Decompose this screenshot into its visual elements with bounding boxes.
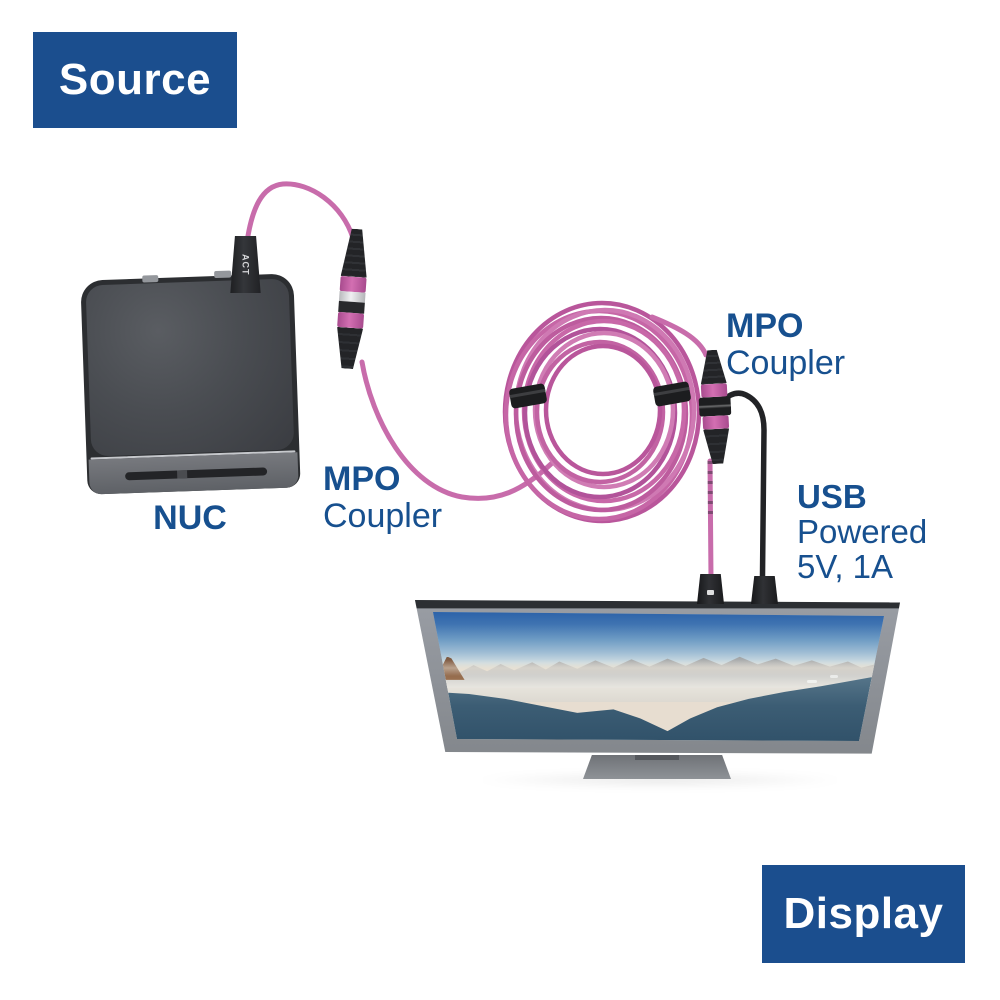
source-badge: Source (33, 32, 237, 128)
fiber-cable-coil (502, 300, 702, 524)
nuc-cable-connector: ACT (230, 236, 261, 293)
coupler-pink-band (702, 415, 730, 430)
nuc-top-face (85, 278, 295, 457)
nuc-label: NUC (153, 499, 227, 537)
nuc-rear-tab (142, 275, 159, 283)
display-badge: Display (762, 865, 965, 963)
fiber-cable-coil-to-coupler2 (649, 314, 709, 358)
usb-power-label-line2: Powered (797, 513, 928, 550)
monitor-stand-notch (635, 755, 679, 760)
plug-logo-mark (707, 590, 714, 595)
usb-display-plug (751, 576, 778, 604)
coil-strap-right (653, 381, 691, 407)
mpo-coupler-1-label-line1: MPO (323, 460, 401, 498)
usb-power-label-line1: USB (797, 478, 867, 515)
coupler-pink-band (337, 311, 365, 329)
mpo-coupler-2-label-line2: Coupler (726, 344, 846, 382)
mpo-coupler-2-label-line1: MPO (726, 307, 804, 345)
screen-iceberg (829, 674, 838, 678)
monitor-stand (583, 755, 731, 779)
mpo-coupler-1-label-line2: Coupler (323, 497, 443, 535)
monitor-screen (433, 612, 884, 741)
connector-brand-text: ACT (240, 253, 251, 276)
coupler-strain-relief-top (341, 228, 370, 278)
nuc-device (80, 270, 301, 495)
fiber-cable-arc-nuc-to-coupler (244, 181, 356, 245)
usb-power-label-line3: 5V, 1A (797, 548, 894, 585)
screen-iceberg (807, 679, 818, 683)
monitor-shadow (470, 772, 850, 788)
screen-haze (433, 660, 884, 676)
coupler-strain-relief-bottom (334, 327, 363, 370)
coil-strap-left (509, 383, 547, 409)
coupler-velcro-strap (698, 396, 732, 417)
nuc-rear-tab (214, 270, 232, 279)
coupler-strain-relief-top (699, 349, 727, 384)
fiber-cable-drop-to-display (707, 458, 714, 581)
fiber-cable-sag-to-coil (359, 359, 554, 501)
fiber-display-plug (697, 574, 724, 604)
coupler-strain-relief-bottom (703, 428, 731, 464)
